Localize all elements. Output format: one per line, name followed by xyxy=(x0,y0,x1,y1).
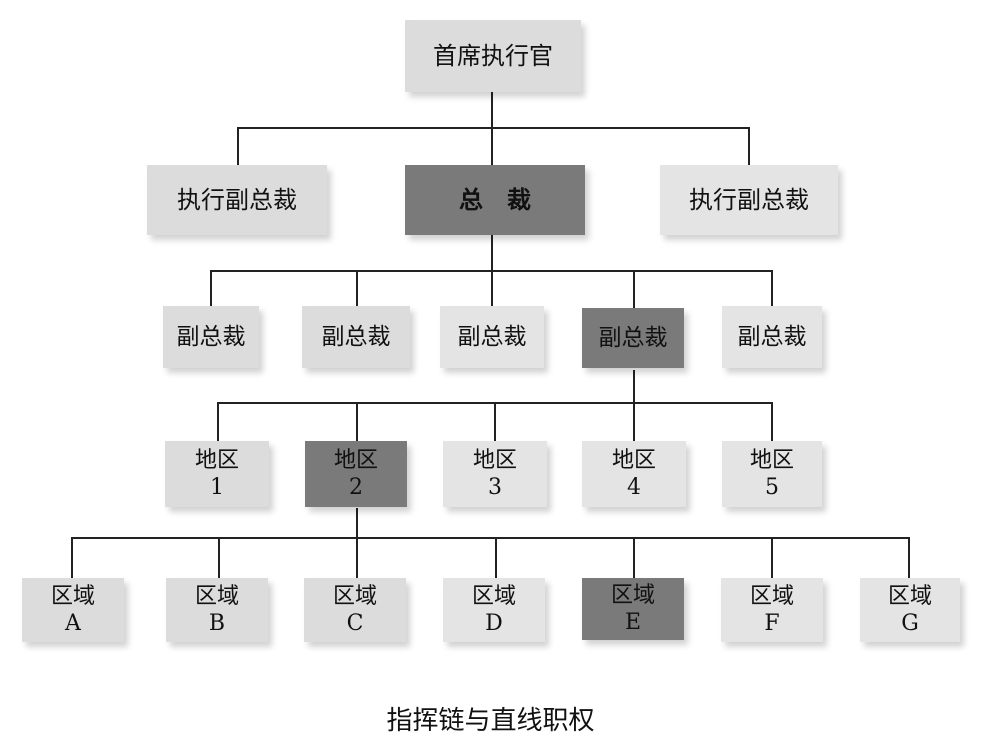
connector xyxy=(633,270,635,308)
node-label-line1: 地区 xyxy=(749,447,794,473)
node-evp-right: 执行副总裁 xyxy=(660,165,838,235)
connector xyxy=(217,402,219,442)
node-vp-4: 副总裁 xyxy=(582,308,684,368)
node-label-line1: 区域 xyxy=(610,582,655,608)
node-label-line1: 地区 xyxy=(194,447,239,473)
node-region-b: 区域 B xyxy=(166,578,268,642)
connector xyxy=(633,402,635,442)
node-vp-1: 副总裁 xyxy=(163,306,259,368)
connector xyxy=(495,537,497,579)
node-vp-5: 副总裁 xyxy=(722,306,822,368)
node-label-line2: E xyxy=(624,610,642,635)
connector xyxy=(71,537,73,579)
connector xyxy=(237,127,749,129)
node-label-line2: 2 xyxy=(349,475,363,500)
node-vp-3: 副总裁 xyxy=(440,306,544,368)
connector xyxy=(491,127,493,165)
node-label-line2: B xyxy=(208,611,226,636)
node-label: 执行副总裁 xyxy=(689,186,809,214)
node-label-line2: G xyxy=(901,611,919,636)
node-label-line2: 4 xyxy=(627,475,641,500)
connector xyxy=(356,537,358,579)
node-president: 总 裁 xyxy=(405,165,585,235)
node-label: 副总裁 xyxy=(737,323,807,350)
node-label-line2: 3 xyxy=(488,475,502,500)
node-region-e: 区域 E xyxy=(582,578,684,640)
node-district-2: 地区 2 xyxy=(305,441,407,507)
connector xyxy=(356,270,358,308)
connector xyxy=(633,537,635,579)
node-label-line1: 地区 xyxy=(611,447,656,473)
node-label-line2: 5 xyxy=(765,475,779,500)
connector xyxy=(771,402,773,442)
node-district-4: 地区 4 xyxy=(582,441,686,507)
node-evp-left: 执行副总裁 xyxy=(147,165,327,235)
node-label-line2: 1 xyxy=(210,475,224,500)
node-ceo: 首席执行官 xyxy=(405,20,581,92)
node-label: 首席执行官 xyxy=(433,42,553,70)
connector xyxy=(491,92,493,128)
node-label-line1: 区域 xyxy=(332,583,377,609)
node-district-3: 地区 3 xyxy=(443,441,547,507)
node-label-line1: 区域 xyxy=(194,583,239,609)
connector xyxy=(356,508,358,538)
node-district-5: 地区 5 xyxy=(722,441,822,507)
connector xyxy=(210,270,212,308)
connector xyxy=(771,537,773,579)
node-region-c: 区域 C xyxy=(304,578,406,642)
node-region-d: 区域 D xyxy=(443,578,545,642)
figure-caption: 指挥链与直线职权 xyxy=(386,706,595,736)
connector xyxy=(491,235,493,271)
connector xyxy=(748,127,750,165)
connector xyxy=(218,537,220,579)
connector xyxy=(771,270,773,308)
connector xyxy=(356,402,358,442)
node-label-line2: A xyxy=(65,611,81,636)
node-region-g: 区域 G xyxy=(860,578,960,642)
connector xyxy=(908,537,910,579)
node-label-line1: 地区 xyxy=(333,447,378,473)
connector xyxy=(494,402,496,442)
node-vp-2: 副总裁 xyxy=(302,306,410,368)
node-label: 执行副总裁 xyxy=(177,186,297,214)
node-label-line2: C xyxy=(346,611,364,636)
node-label-line1: 区域 xyxy=(887,583,932,609)
node-region-f: 区域 F xyxy=(721,578,823,642)
node-label-line1: 区域 xyxy=(471,583,516,609)
node-district-1: 地区 1 xyxy=(165,441,269,507)
node-label: 副总裁 xyxy=(176,323,246,350)
node-label: 总 裁 xyxy=(459,185,531,214)
connector xyxy=(491,270,493,308)
node-label-line1: 区域 xyxy=(749,583,794,609)
connector xyxy=(71,537,909,539)
connector xyxy=(633,370,635,403)
node-label-line2: F xyxy=(764,611,780,636)
node-label-line1: 区域 xyxy=(50,583,95,609)
node-label: 副总裁 xyxy=(321,323,391,350)
node-region-a: 区域 A xyxy=(22,578,124,642)
connector xyxy=(237,127,239,165)
node-label-line1: 地区 xyxy=(472,447,517,473)
node-label: 副总裁 xyxy=(457,323,527,350)
node-label: 副总裁 xyxy=(598,324,668,351)
node-label-line2: D xyxy=(485,611,503,636)
